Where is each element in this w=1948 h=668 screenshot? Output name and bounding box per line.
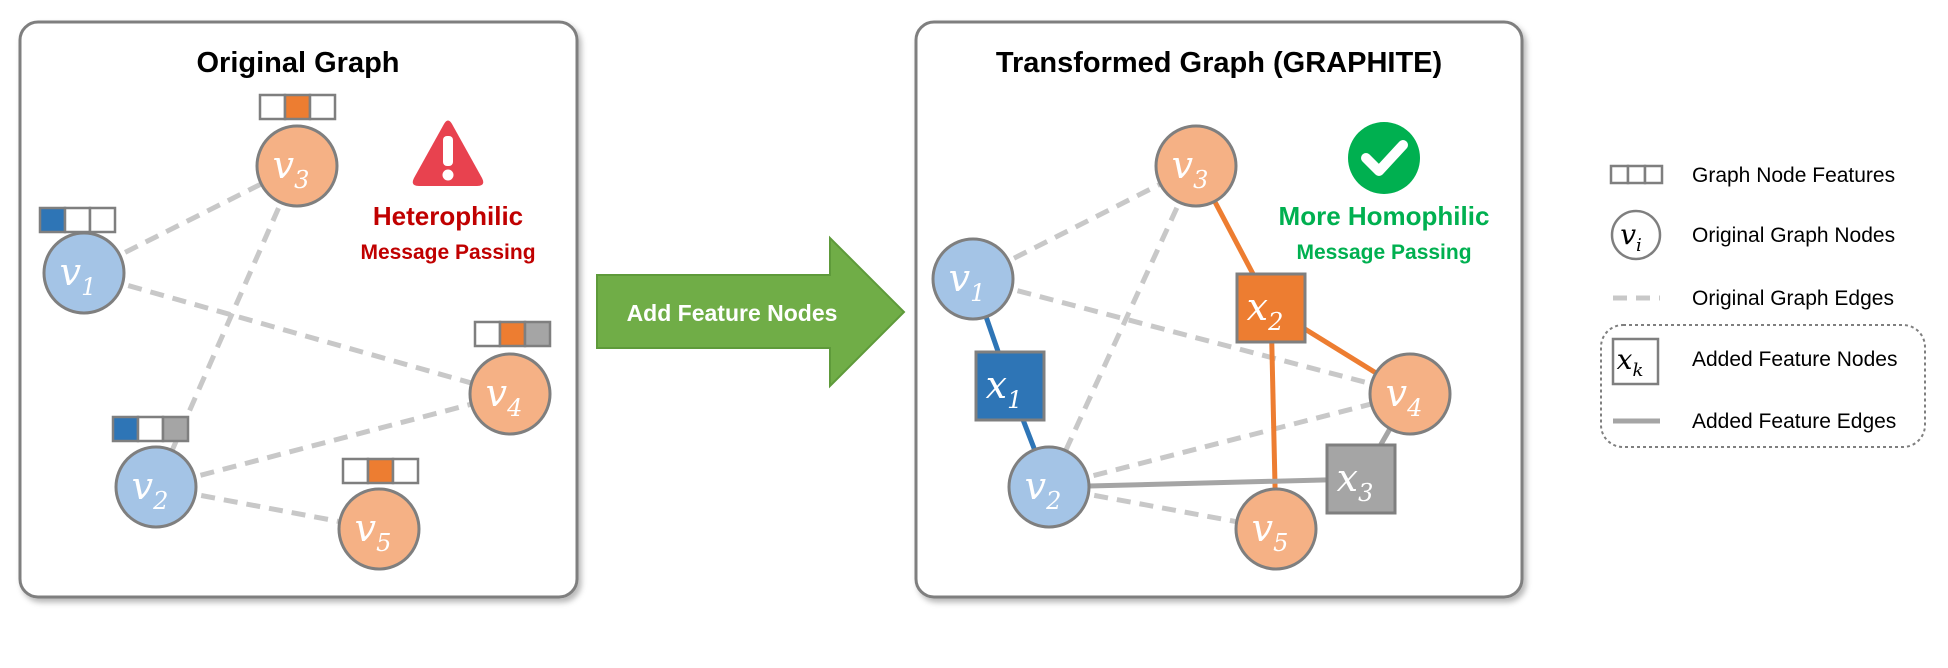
- svg-text:vi: vi: [1620, 218, 1642, 256]
- node-v1: v1: [42, 231, 126, 315]
- node-v3: v3: [255, 124, 339, 208]
- legend-feature-node-icon: xk: [1611, 337, 1660, 386]
- node-v4: v4: [1368, 352, 1452, 436]
- original-graph-title: Original Graph: [196, 47, 399, 79]
- feature-node-x2: x2: [1235, 272, 1307, 344]
- svg-text:v2: v2: [1025, 464, 1062, 515]
- check-circle-icon: [1348, 122, 1420, 194]
- warning-triangle-icon: [412, 120, 484, 186]
- svg-text:v3: v3: [1172, 143, 1209, 194]
- homophilic-label: More Homophilic: [1279, 201, 1490, 231]
- transformed-graph-panel: Transformed Graph (GRAPHITE) v1 v3: [914, 20, 1524, 599]
- feature-vector-v5: [341, 457, 420, 485]
- homophilic-sublabel: Message Passing: [1296, 241, 1471, 264]
- original-graph-panel: Original Graph v1 v3 v4 v2 v5: [18, 20, 579, 599]
- edge-v1-v4: [83, 270, 511, 397]
- svg-text:v4: v4: [1386, 371, 1423, 422]
- legend-original-nodes: Original Graph Nodes: [1692, 224, 1895, 247]
- transformed-graph-frame: [914, 20, 1524, 599]
- arrow-label: Add Feature Nodes: [627, 300, 838, 326]
- node-v5: v5: [1234, 487, 1318, 571]
- transformed-graph-title: Transformed Graph (GRAPHITE): [996, 47, 1442, 79]
- feature-vector-v3: [258, 93, 337, 121]
- node-v2: v2: [1007, 445, 1091, 529]
- node-v1: v1: [931, 237, 1015, 321]
- legend-feature-vector-icon: [1609, 164, 1664, 185]
- feature-node-x3: x3: [1325, 443, 1397, 515]
- svg-text:x3: x3: [1337, 456, 1374, 507]
- edge-v1-v3: [971, 163, 1198, 282]
- svg-text:v5: v5: [1252, 506, 1289, 557]
- svg-text:x2: x2: [1247, 285, 1284, 336]
- legend-original-node-icon: vi: [1610, 209, 1662, 261]
- legend: Graph Node Features vi Original Graph No…: [1600, 164, 1926, 448]
- node-v2: v2: [114, 445, 198, 529]
- heterophilic-label: Heterophilic: [373, 201, 523, 231]
- legend-original-edges: Original Graph Edges: [1692, 287, 1894, 310]
- edge-v1-v4: [972, 276, 1411, 397]
- node-v5: v5: [337, 487, 421, 571]
- svg-text:x1: x1: [986, 363, 1023, 414]
- edge-v1-v3: [82, 163, 299, 276]
- legend-feature-nodes: Added Feature Nodes: [1692, 348, 1897, 371]
- svg-text:v3: v3: [273, 143, 310, 194]
- heterophilic-sublabel: Message Passing: [360, 241, 535, 264]
- svg-text:v5: v5: [355, 506, 392, 557]
- feature-node-x1: x1: [974, 350, 1046, 422]
- edge-v2-x3: [1048, 476, 1362, 490]
- svg-text:v4: v4: [486, 371, 523, 422]
- legend-node-features: Graph Node Features: [1692, 164, 1895, 187]
- edge-v3-v2: [153, 164, 300, 489]
- edge-v2-v4: [1048, 391, 1411, 490]
- legend-feature-edges: Added Feature Edges: [1692, 410, 1896, 433]
- svg-text:v1: v1: [949, 256, 986, 307]
- edge-v2-v4: [155, 391, 511, 490]
- svg-text:v2: v2: [132, 464, 169, 515]
- feature-vector-v4: [473, 320, 552, 348]
- feature-vector-v2: [111, 415, 190, 443]
- feature-vector-v1: [38, 206, 117, 234]
- legend-added-group-frame: [1600, 324, 1926, 448]
- add-feature-nodes-arrow: Add Feature Nodes: [596, 235, 906, 389]
- node-v4: v4: [468, 352, 552, 436]
- svg-text:xk: xk: [1617, 343, 1644, 381]
- svg-text:v1: v1: [60, 250, 97, 301]
- edge-v3-v2: [1046, 164, 1199, 489]
- node-v3: v3: [1154, 124, 1238, 208]
